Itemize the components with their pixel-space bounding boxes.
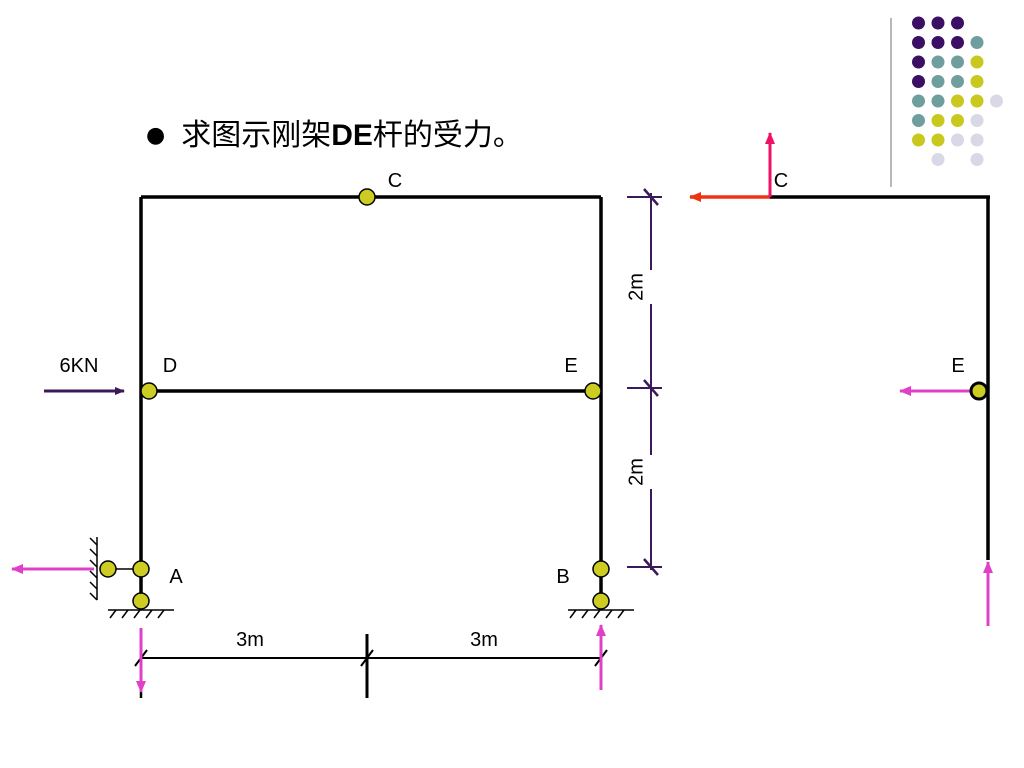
decor-dot — [951, 114, 964, 127]
label-A: A — [169, 566, 183, 588]
hinge-A-bottom — [132, 592, 150, 610]
fb-hinge-E — [969, 381, 989, 401]
hinge-B-bottom — [592, 592, 610, 610]
fb-label-E: E — [951, 355, 964, 377]
decor-dot — [951, 36, 964, 49]
decor-dot — [912, 75, 925, 88]
decor-dot — [931, 75, 945, 88]
dim-label-bottom: 2m — [625, 458, 647, 486]
decor-dot — [912, 114, 925, 127]
decorative-dot-grid — [912, 16, 1003, 166]
decor-dot — [970, 94, 984, 108]
slide-title: ● 求图示刚架DE杆的受力。 — [146, 110, 523, 154]
span-label-right: 3m — [470, 629, 498, 651]
decor-dot — [931, 114, 945, 127]
decor-dot — [970, 36, 984, 49]
load-label: 6KN — [60, 355, 99, 377]
label-B: B — [556, 566, 569, 588]
frame-members — [139, 195, 603, 600]
decor-dot — [951, 75, 964, 88]
decor-dot — [970, 133, 984, 147]
vertical-dimension — [627, 188, 662, 576]
decor-dot — [951, 94, 964, 108]
fb-label-C: C — [774, 170, 788, 192]
span-label-left: 3m — [236, 629, 264, 651]
decor-dot — [912, 16, 925, 30]
decor-dot — [931, 36, 945, 49]
decor-dot — [931, 153, 945, 166]
decor-dot — [990, 94, 1003, 108]
bullet-icon: ● — [146, 123, 166, 148]
hinge-D — [140, 382, 158, 400]
hinge-B — [592, 560, 610, 578]
hinge-C — [358, 188, 376, 206]
label-D: D — [163, 355, 177, 377]
dim-label-top: 2m — [625, 273, 647, 301]
hinge-E — [584, 382, 602, 400]
decor-dot — [912, 55, 925, 69]
title-bold-member: DE — [331, 119, 373, 152]
free-body-diagram: C E — [689, 132, 993, 626]
decor-dot — [931, 16, 945, 30]
title-suffix: 杆的受力。 — [372, 118, 523, 153]
hinge-A — [132, 560, 150, 578]
decor-dot — [912, 133, 925, 147]
decor-dot — [951, 55, 964, 69]
label-E: E — [564, 355, 577, 377]
decor-dot — [912, 36, 925, 49]
hinge-A-side — [99, 560, 117, 578]
decor-dot — [970, 153, 984, 166]
label-C: C — [388, 170, 402, 192]
decor-dot — [970, 75, 984, 88]
decor-dot — [931, 133, 945, 147]
decor-dot — [970, 55, 984, 69]
decor-dot — [931, 55, 945, 69]
horizontal-dimension — [134, 634, 608, 698]
hinges — [99, 188, 610, 610]
decor-dot — [931, 94, 945, 108]
decor-dot — [912, 94, 925, 108]
decor-dot — [951, 16, 964, 30]
title-prefix: 求图示刚架 — [181, 118, 332, 153]
decor-dot — [970, 114, 984, 127]
support-A — [89, 537, 174, 619]
decor-dot — [951, 133, 964, 147]
